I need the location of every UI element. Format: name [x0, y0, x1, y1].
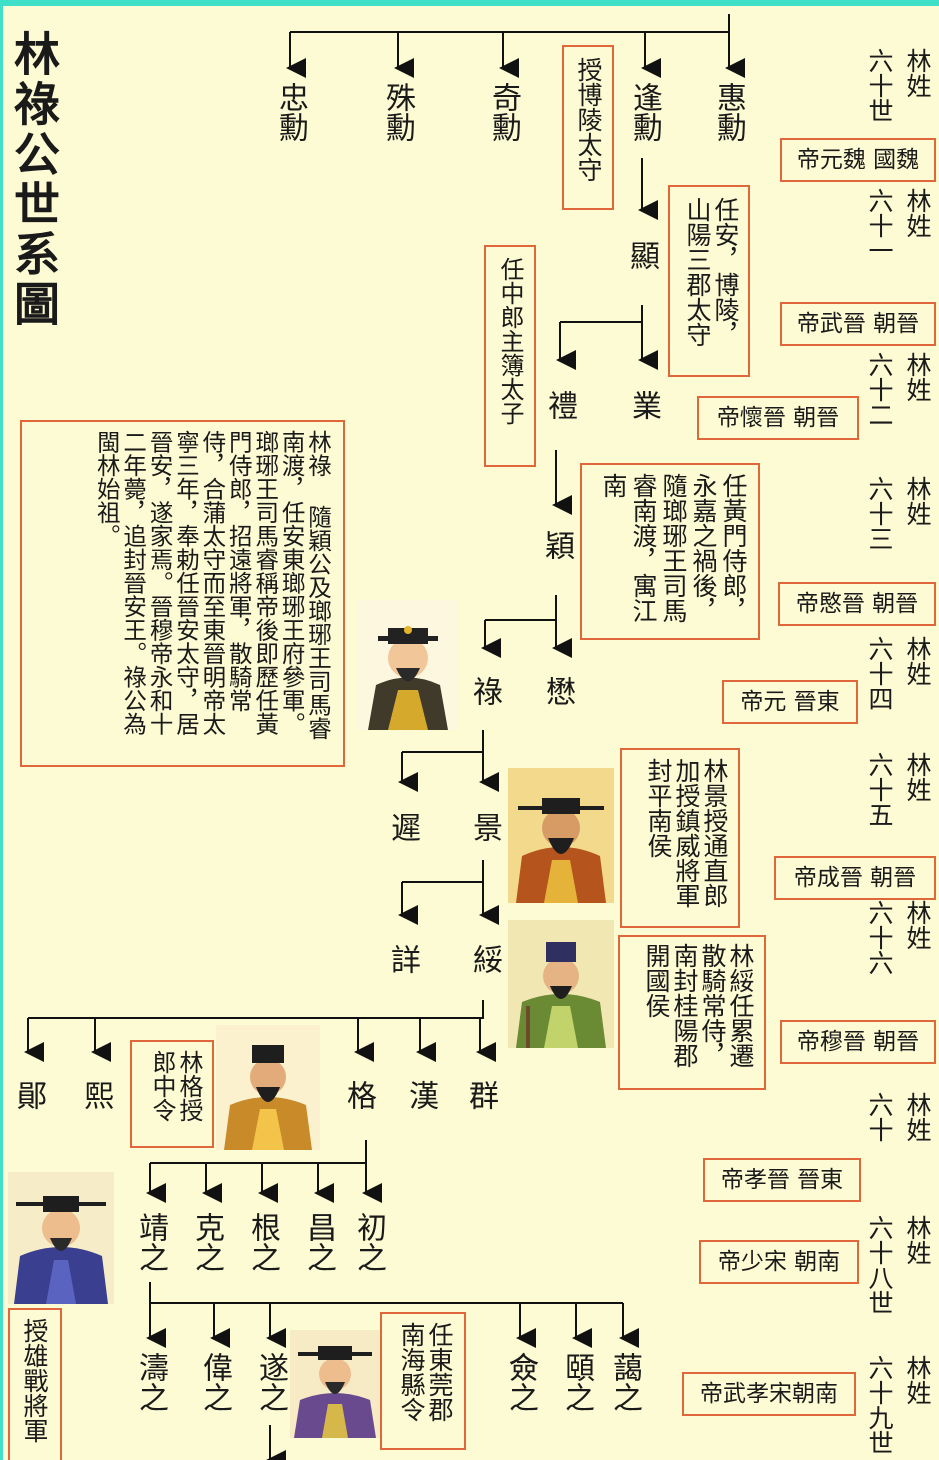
- person-qianzhi: 僉之: [503, 1352, 538, 1412]
- generation-label: 六十二: [865, 352, 894, 427]
- person-taozhi: 濤之: [133, 1352, 168, 1412]
- person-ying: 穎: [539, 530, 574, 560]
- person-changzhi: 昌之: [301, 1212, 336, 1272]
- person-yun: 鄖: [11, 1080, 46, 1110]
- generation-label: 六十四: [865, 636, 894, 711]
- person-suizhi: 遂之: [253, 1352, 288, 1412]
- generation-label: 六十世: [865, 48, 894, 123]
- generation-label: 六十八世: [865, 1215, 894, 1315]
- generation-label: 六十一: [865, 188, 894, 263]
- person-jing: 景: [467, 812, 502, 842]
- dynasty-label: 帝武孝宋朝南: [682, 1372, 856, 1416]
- surname-label: 林姓: [903, 48, 932, 98]
- dynasty-label: 帝穆晉 朝晉: [780, 1020, 936, 1064]
- person-aizhi: 藹之: [607, 1352, 642, 1412]
- person-jingzhi: 靖之: [133, 1212, 168, 1272]
- person-yizhi: 頤之: [559, 1352, 594, 1412]
- portrait-jingzhi: [8, 1172, 114, 1304]
- note-sui: 林綏任累遷散騎常侍，南封桂陽郡開國侯: [618, 935, 766, 1090]
- note-jing: 林景授通直郎加授鎮威將軍封平南侯: [620, 748, 740, 928]
- surname-label: 林姓: [903, 1092, 932, 1142]
- note-jingzhi: 授雄戰將軍: [8, 1308, 62, 1460]
- person-lu: 祿: [467, 676, 502, 706]
- person-qun: 群: [463, 1080, 498, 1110]
- surname-label: 林姓: [903, 636, 932, 686]
- note-li: 任中郎主簿太子: [484, 245, 536, 467]
- portrait-jing: [508, 768, 614, 903]
- person-sui: 綏: [467, 944, 502, 974]
- person-xiang: 詳: [385, 944, 420, 974]
- portrait-sui: [508, 920, 614, 1048]
- portrait-lu: [358, 600, 458, 730]
- person-chuzhi: 初之: [351, 1212, 386, 1272]
- surname-label: 林姓: [903, 188, 932, 238]
- person-li: 禮: [542, 390, 577, 420]
- note-ge: 林格授郎中令: [130, 1040, 214, 1148]
- note-ying: 任黃門侍郎，永嘉之禍後，隨瑯琊王司馬睿南渡，寓江南: [580, 463, 760, 640]
- person-weizhi: 偉之: [197, 1352, 232, 1412]
- dynasty-label: 帝成晉 朝晉: [774, 856, 936, 900]
- surname-label: 林姓: [903, 1355, 932, 1405]
- generation-label: 六十五: [865, 752, 894, 827]
- person-ye: 業: [626, 390, 661, 420]
- person-chi: 遲: [385, 812, 420, 842]
- note-xian: 任安，博陵，山陽三郡太守: [668, 185, 750, 377]
- dynasty-label: 帝孝晉 晉東: [703, 1158, 861, 1202]
- surname-label: 林姓: [903, 476, 932, 526]
- note-suizhi: 任東莞郡南海縣令: [380, 1312, 466, 1450]
- person-han: 漢: [403, 1080, 438, 1110]
- surname-label: 林姓: [903, 752, 932, 802]
- person-zhongxun: 忠勳: [273, 82, 308, 142]
- person-ge: 格: [341, 1080, 376, 1110]
- dynasty-label: 帝懷晉 朝晉: [697, 396, 859, 440]
- generation-label: 六十: [865, 1092, 894, 1142]
- dynasty-label: 帝少宋 朝南: [699, 1240, 859, 1284]
- person-qixun: 奇勳: [486, 82, 521, 142]
- dynasty-label: 帝愍晉 朝晉: [778, 582, 936, 626]
- generation-label: 六十六: [865, 900, 894, 975]
- page-title: 林祿公世系圖: [7, 30, 61, 330]
- generation-label: 六十三: [865, 476, 894, 551]
- surname-label: 林姓: [903, 352, 932, 402]
- person-genzhi: 根之: [245, 1212, 280, 1272]
- person-fengxun: 逢勳: [627, 82, 662, 142]
- portrait-ge: [216, 1025, 320, 1150]
- note-fengxun: 授博陵太守: [562, 45, 614, 210]
- person-huixun: 惠勳: [711, 82, 746, 142]
- dynasty-label: 帝元魏 國魏: [780, 138, 936, 182]
- dynasty-label: 帝元 晉東: [722, 680, 858, 724]
- surname-label: 林姓: [903, 900, 932, 950]
- person-xi: 熙: [78, 1080, 113, 1110]
- note-lu: 林祿 隨穎公及瑯琊王司馬睿南渡，任安東瑯琊王府參軍。瑯琊王司馬睿稱帝後即歷任黃門…: [20, 420, 345, 767]
- person-kezhi: 克之: [189, 1212, 224, 1272]
- surname-label: 林姓: [903, 1215, 932, 1265]
- portrait-suizhi: [290, 1330, 380, 1438]
- person-xian: 顯: [624, 240, 659, 270]
- person-mao: 懋: [540, 676, 575, 706]
- generation-label: 六十九世: [865, 1355, 894, 1455]
- dynasty-label: 帝武晉 朝晉: [780, 302, 936, 346]
- person-shuxun: 殊勳: [380, 82, 415, 142]
